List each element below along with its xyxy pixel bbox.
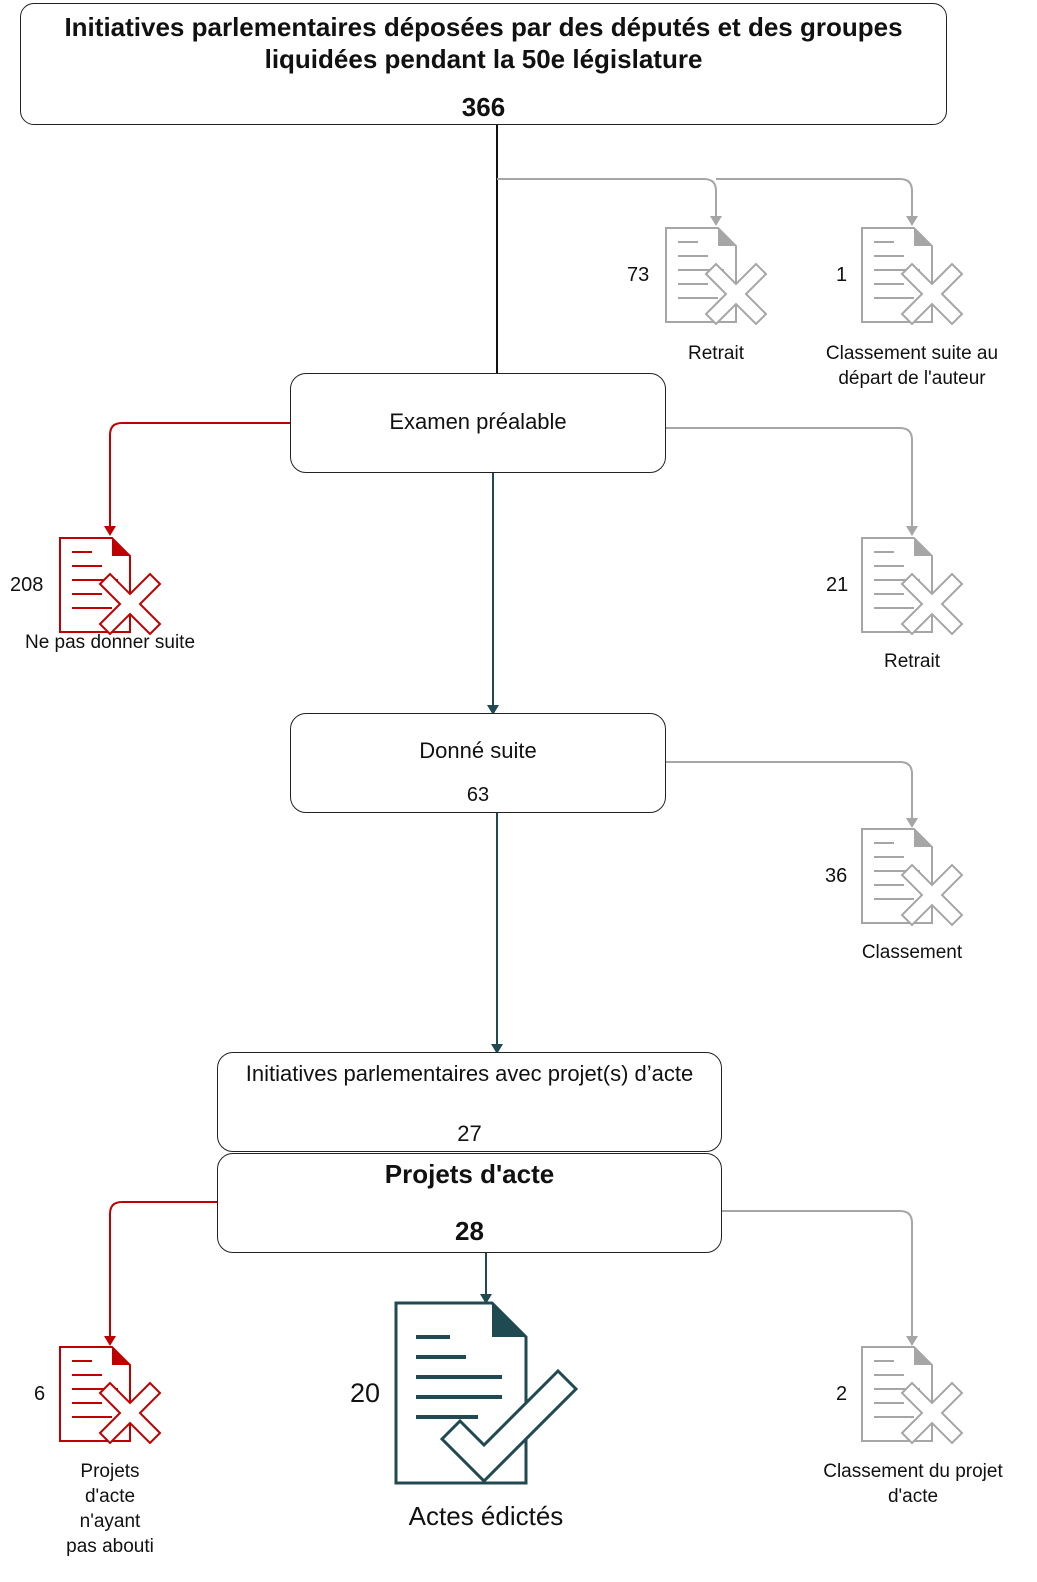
count-projets-failed: 6 — [34, 1383, 46, 1405]
label-classement: Classement — [861, 942, 963, 963]
examen-box: Examen préalable — [290, 373, 666, 473]
document-x-icon — [665, 227, 768, 326]
donne-suite-label: Donné suite — [419, 738, 537, 763]
label-ne-pas-donner-suite: Ne pas donner suite — [24, 632, 196, 653]
header-title-line2: liquidées pendant la 50e législature — [264, 44, 703, 74]
header-title-line1: Initiatives parlementaires déposées par … — [64, 12, 903, 42]
initiatives-projets-label: Initiatives parlementaires avec projet(s… — [245, 1061, 694, 1086]
examen-label: Examen préalable — [389, 409, 567, 434]
initiatives-projets-box: Initiatives parlementaires avec projet(s… — [217, 1052, 722, 1152]
label-retrait-top: Retrait — [688, 343, 744, 364]
count-retrait-top: 73 — [627, 264, 650, 286]
donne-suite-count: 63 — [466, 784, 490, 806]
count-ne-pas-donner-suite: 208 — [10, 574, 44, 596]
label-actes-edictes: Actes édictés — [408, 1501, 564, 1531]
projets-count: 28 — [455, 1216, 484, 1246]
count-classement: 36 — [825, 865, 848, 887]
document-check-icon — [394, 1301, 579, 1485]
branch-retrait-examen — [666, 427, 913, 530]
label-classement-auteur-1: Classement suite au — [825, 343, 999, 364]
label-projets-failed-1: Projets — [80, 1461, 140, 1482]
document-x-icon — [59, 1346, 162, 1445]
projets-box: Projets d'acte 28 — [217, 1153, 722, 1253]
label-projets-closed-1: Classement du projet — [823, 1461, 1003, 1482]
document-x-icon — [861, 227, 964, 326]
document-x-icon — [59, 537, 162, 636]
branch-projets-failed — [109, 1201, 217, 1338]
label-classement-auteur-2: départ de l'auteur — [838, 368, 986, 389]
count-actes-edictes: 20 — [350, 1378, 381, 1408]
document-x-icon — [861, 537, 964, 636]
label-projets-closed-2: d'acte — [887, 1486, 939, 1507]
branch-ne-pas-donner-suite — [109, 422, 290, 530]
donne-suite-box: Donné suite 63 — [290, 713, 666, 813]
branch-classement — [666, 761, 913, 821]
header-total: 366 — [461, 92, 506, 122]
label-projets-failed-3: n'ayant — [79, 1511, 141, 1532]
count-retrait-examen: 21 — [826, 574, 849, 596]
document-x-icon — [861, 1346, 964, 1445]
document-x-icon — [861, 828, 964, 927]
label-projets-failed-4: pas abouti — [66, 1536, 154, 1557]
count-projets-closed: 2 — [836, 1383, 848, 1405]
label-projets-failed-2: d'acte — [84, 1486, 136, 1507]
branch-projets-closed — [722, 1210, 913, 1338]
branch-retrait-top — [497, 178, 717, 222]
branch-classement-auteur — [716, 178, 913, 222]
count-classement-auteur: 1 — [836, 264, 848, 286]
projets-label: Projets d'acte — [384, 1159, 555, 1189]
header-box: Initiatives parlementaires déposées par … — [20, 3, 947, 125]
label-retrait-examen: Retrait — [884, 651, 940, 672]
initiatives-projets-count: 27 — [457, 1121, 482, 1146]
